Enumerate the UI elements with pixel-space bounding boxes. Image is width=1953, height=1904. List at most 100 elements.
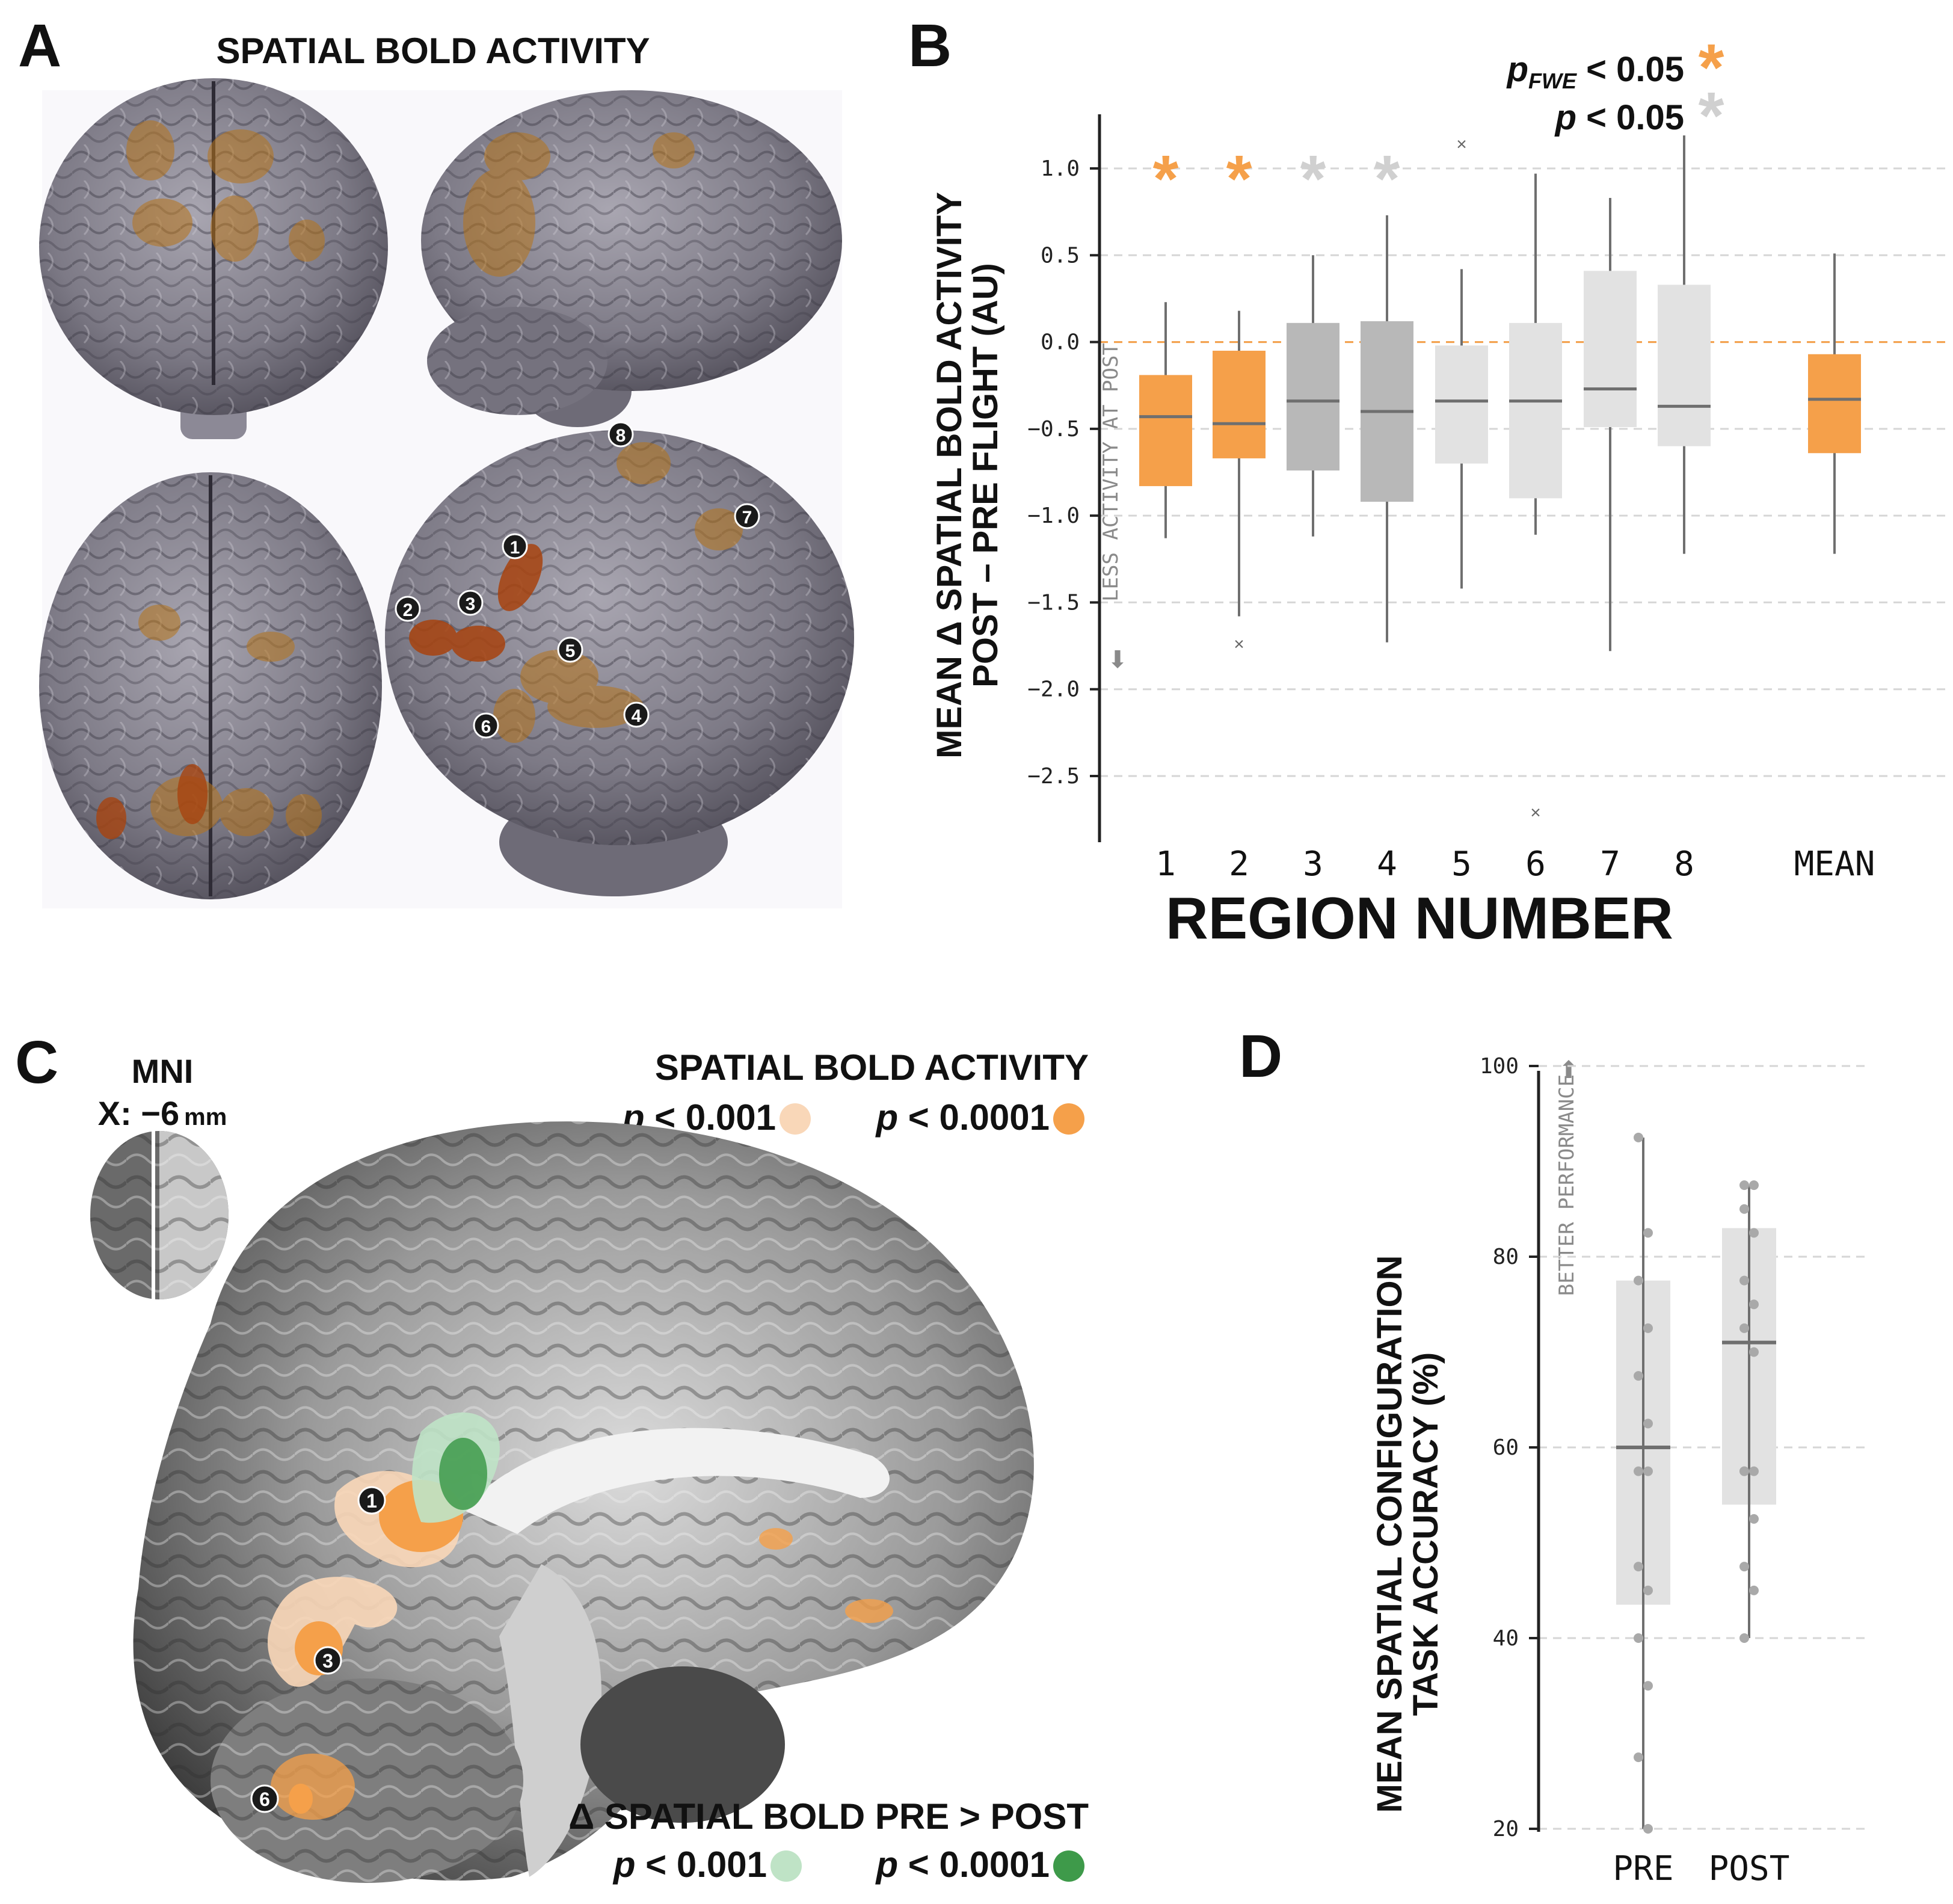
region-marker-5: 5 <box>557 636 583 663</box>
data-point <box>1739 1204 1749 1214</box>
svg-text:4: 4 <box>632 706 642 726</box>
data-point <box>1634 1562 1643 1572</box>
box-region-8 <box>1658 135 1711 554</box>
sagittal-brain-slice <box>0 1121 1131 1901</box>
x-tick-label: 1 <box>1155 845 1176 884</box>
svg-text:1: 1 <box>366 1490 377 1512</box>
svg-text:5: 5 <box>565 641 576 661</box>
svg-text:p < 0.0001: p < 0.0001 <box>875 1097 1050 1138</box>
y-tick-label: 80 <box>1493 1245 1519 1269</box>
significance-star-icon: * <box>1226 142 1252 216</box>
region-marker-2: 2 <box>395 596 421 622</box>
data-point <box>1643 1681 1653 1691</box>
data-point <box>1739 1323 1749 1333</box>
x-tick-label: POST <box>1709 1849 1790 1888</box>
spatial-bold-legend-title: SPATIAL BOLD ACTIVITY <box>655 1047 1089 1088</box>
significance-star-icon: * <box>1374 142 1400 216</box>
box-iqr <box>1435 345 1488 464</box>
outlier-marker: × <box>1234 635 1244 655</box>
x-tick-label: 2 <box>1229 845 1249 884</box>
data-point <box>1643 1323 1653 1333</box>
data-point <box>1634 1371 1643 1381</box>
data-point <box>1739 1180 1749 1191</box>
data-point <box>1643 1585 1653 1595</box>
panel-b-ylabel-line1: MEAN Δ SPATIAL BOLD ACTIVITY <box>930 192 969 759</box>
delta-legend-title: Δ SPATIAL BOLD PRE > POST <box>568 1796 1089 1837</box>
box-region-1: * <box>1139 142 1192 538</box>
svg-text:7: 7 <box>742 508 752 528</box>
uncorrected-star-icon: * <box>1699 79 1724 153</box>
x-tick-label: 4 <box>1377 845 1397 884</box>
data-point <box>1749 1585 1759 1595</box>
region-marker-1: 1 <box>502 533 528 559</box>
sagittal-region-marker-1: 1 <box>357 1486 386 1515</box>
less-activity-annotation: LESS ACTIVITY AT POST <box>1099 343 1123 602</box>
data-point <box>1749 1228 1759 1238</box>
x-tick-label: 8 <box>1674 845 1694 884</box>
svg-text:pFWE < 0.05: pFWE < 0.05 <box>1506 50 1684 93</box>
brain-lateral-view <box>421 90 842 427</box>
panel-b-yticks: 1.00.50.0−0.5−1.0−1.5−2.0−2.5 <box>1027 156 1100 789</box>
svg-text:3: 3 <box>466 594 476 614</box>
box-region-6: × <box>1509 173 1562 823</box>
data-point <box>1643 1466 1653 1476</box>
panel-c-letter: C <box>15 1029 58 1096</box>
y-tick-label: −2.0 <box>1027 677 1080 702</box>
mni-title: MNI <box>132 1052 194 1090</box>
box-iqr <box>1139 375 1192 487</box>
box-region-5: × <box>1435 135 1488 589</box>
outlier-marker: × <box>1530 803 1541 823</box>
y-tick-label: 20 <box>1493 1817 1519 1841</box>
up-arrow-icon: ⬆ <box>1558 1057 1579 1083</box>
light-green-swatch <box>770 1850 802 1882</box>
x-tick-label: 7 <box>1600 845 1620 884</box>
brain-front-view <box>39 78 388 439</box>
data-point <box>1634 1132 1643 1142</box>
data-point <box>1749 1299 1759 1310</box>
panel-b-xlabel: REGION NUMBER <box>1166 885 1673 951</box>
panel-d-ylabel-line1: MEAN SPATIAL CONFIGURATION <box>1370 1255 1409 1813</box>
data-point <box>1634 1466 1643 1476</box>
box-pre <box>1616 1132 1670 1834</box>
panel-d-ylabel-line2: TASK ACCURACY (%) <box>1406 1352 1445 1716</box>
y-tick-label: 100 <box>1480 1054 1519 1079</box>
green-swatch <box>1053 1850 1084 1882</box>
y-tick-label: 1.0 <box>1041 156 1080 181</box>
brain-oblique-view <box>385 430 854 896</box>
panel-b-ylabel-line2: POST – PRE FLIGHT (AU) <box>966 263 1005 688</box>
light-orange-swatch <box>780 1103 811 1135</box>
panel-b-letter: B <box>908 12 952 79</box>
down-arrow-icon: ⬇ <box>1107 647 1128 673</box>
data-point <box>1643 1419 1653 1429</box>
box-iqr <box>1213 351 1266 458</box>
y-tick-label: −1.5 <box>1027 590 1080 615</box>
x-tick-label: 6 <box>1525 845 1546 884</box>
region-marker-8: 8 <box>607 421 634 448</box>
svg-text:3: 3 <box>322 1650 333 1672</box>
region-marker-3: 3 <box>457 590 484 616</box>
panel-d-gridlines <box>1539 1065 1871 1830</box>
data-point <box>1749 1347 1759 1357</box>
delta-legend: p < 0.001 p < 0.0001 <box>612 1844 1084 1885</box>
box-region-7 <box>1584 198 1637 652</box>
y-tick-label: 0.5 <box>1041 243 1080 268</box>
data-point <box>1634 1752 1643 1763</box>
data-point <box>1749 1180 1759 1191</box>
svg-text:8: 8 <box>616 426 626 446</box>
spatial-bold-legend: p < 0.001 p < 0.0001 <box>621 1097 1084 1138</box>
panel-d-boxes <box>1616 1132 1776 1834</box>
fwe-star-icon: * <box>1699 31 1724 105</box>
y-tick-label: 0.0 <box>1041 330 1080 355</box>
svg-text:p < 0.05: p < 0.05 <box>1554 98 1684 137</box>
box-iqr <box>1584 271 1637 427</box>
significance-star-icon: * <box>1153 142 1179 216</box>
svg-text:p < 0.001: p < 0.001 <box>612 1844 767 1885</box>
panel-b-boxes: *×***×× <box>1139 135 1861 823</box>
data-point <box>1643 1228 1653 1238</box>
panel-d-chart: D MEAN SPATIAL CONFIGURATION TASK ACCURA… <box>1239 1023 1871 1888</box>
